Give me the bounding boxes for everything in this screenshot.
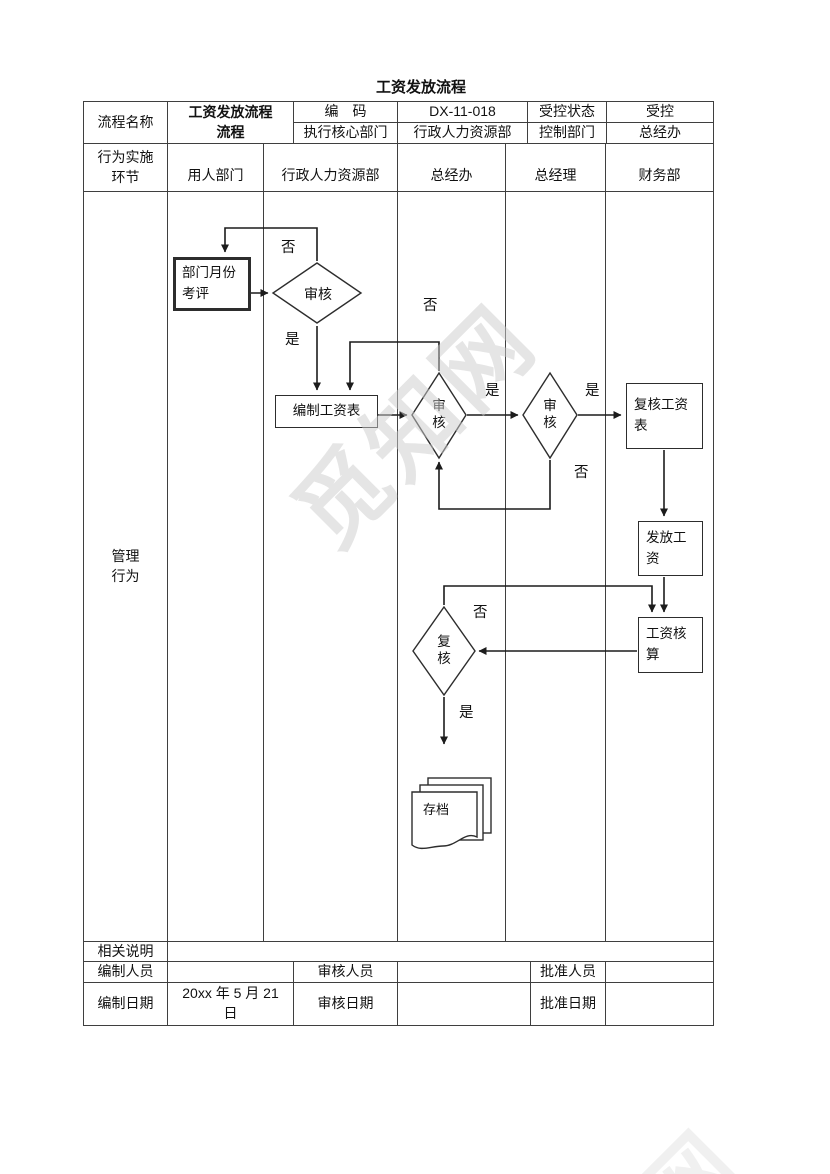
no-label-gm-review: 否 [574, 465, 589, 481]
hr-review-label: 审核 [304, 286, 332, 302]
gm-review-label: 审核 [543, 398, 557, 430]
hr-review-diamond [271, 262, 363, 324]
dept-monthly-eval-box: 部门月份考评 [173, 257, 251, 311]
lane-row-label: 行为实施环节 [83, 143, 168, 192]
recheck-label: 复核 [437, 634, 451, 666]
make-payroll-box: 编制工资表 [275, 395, 378, 428]
recheck-diamond [412, 605, 476, 697]
edge-recheck-no-to-accounting [443, 585, 656, 613]
no-label-gmo-review: 否 [423, 298, 438, 314]
edge-hrreview-no-to-depteval [221, 227, 318, 261]
pay-salary-box: 发放工资 [638, 521, 703, 576]
edge-gmreview-no-to-gmoreview [435, 460, 551, 510]
gm-office-review-diamond [411, 371, 467, 460]
yes-label-hr-review: 是 [285, 332, 300, 348]
yes-label-gmo-review: 是 [485, 383, 500, 399]
no-label-hr-review: 否 [281, 240, 296, 256]
no-label-recheck: 否 [473, 605, 488, 621]
edge-gmoreview-no-to-makepayroll [346, 341, 440, 391]
make-date-value: 20xx 年 5 月 21 日 [167, 982, 294, 1026]
gm-review-diamond [522, 371, 578, 460]
archive-label: 存档 [423, 802, 450, 817]
page-title: 工资发放流程 [375, 79, 466, 96]
recheck-payroll-box: 复核工资表 [626, 383, 703, 449]
yes-label-gm-review: 是 [585, 383, 600, 399]
archive-document-icon [411, 777, 492, 850]
payroll-accounting-box: 工资核算 [638, 617, 703, 673]
yes-label-recheck: 是 [459, 705, 474, 721]
gm-office-review-label: 审核 [432, 398, 446, 430]
approve-date-value [605, 982, 714, 1026]
